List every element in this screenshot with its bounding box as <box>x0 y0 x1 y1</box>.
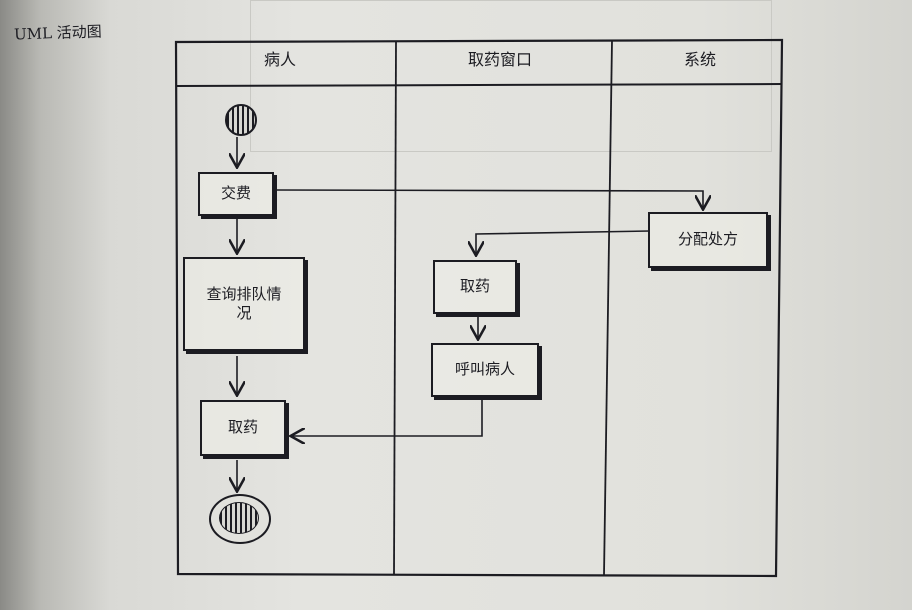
flow-call-to-get <box>292 399 483 436</box>
diagram-lines <box>174 38 784 578</box>
activity-pay: 交费 <box>198 172 274 216</box>
lane-label-patient: 病人 <box>263 50 296 69</box>
lane-label-pharmacy-window: 取药窗口 <box>467 50 532 69</box>
activity-call-patient: 呼叫病人 <box>431 343 539 397</box>
lane-divider-2 <box>603 40 613 576</box>
activity-dispense: 取药 <box>433 260 517 314</box>
flow-assign-to-dispense <box>476 230 651 254</box>
flow-pay-to-assign <box>275 189 703 208</box>
activity-query-queue: 查询排队情况 <box>183 257 305 351</box>
activity-diagram: 病人 取药窗口 系统 交费 查询排队情况 取药 取药 呼叫病人 分配处方 <box>170 38 788 578</box>
activity-get-medicine: 取药 <box>200 400 286 456</box>
header-divider <box>175 83 783 87</box>
lane-divider-1 <box>393 41 397 575</box>
diagram-frame <box>174 38 784 578</box>
start-node <box>225 104 257 136</box>
diagram-caption: UML 活动图 <box>13 22 103 44</box>
end-node-inner <box>219 502 259 534</box>
background-table <box>250 0 772 152</box>
activity-assign-prescription: 分配处方 <box>648 212 768 268</box>
lane-label-system: 系统 <box>683 50 716 69</box>
